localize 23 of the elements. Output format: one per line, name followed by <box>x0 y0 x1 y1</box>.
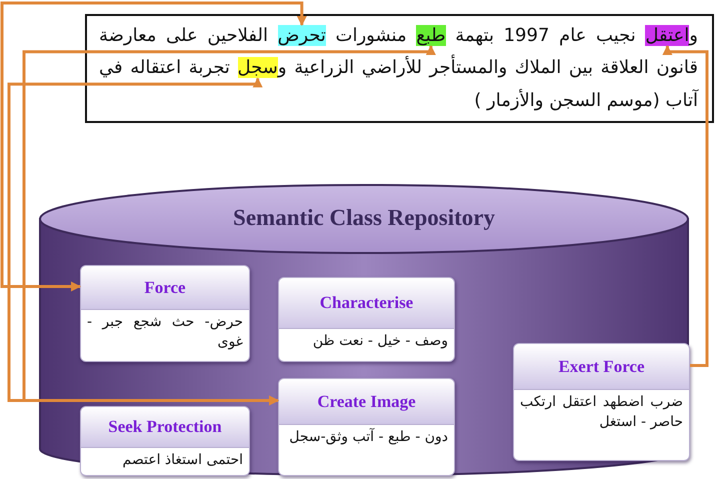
category-title: Characterise <box>279 278 454 329</box>
word-highlight <box>416 25 446 46</box>
category-card <box>278 378 455 476</box>
word-list: احتمى استغاذ اعتصم <box>81 448 249 474</box>
arrow <box>662 45 708 367</box>
repository-title: Semantic Class Repository <box>232 205 496 231</box>
category-title: Seek Protection <box>81 407 249 448</box>
word-list: ضرب اضطهد اعتقل ارتكب حاصر - استغل <box>514 390 689 436</box>
word-highlight <box>278 25 326 46</box>
category-card <box>80 265 250 362</box>
word-list: حرض- حث شجع جبر - غوى <box>81 310 249 356</box>
text-box <box>85 14 714 124</box>
word-list: دون - طبع - آتب وثق-سجل <box>279 425 454 451</box>
category-title: Exert Force <box>514 344 689 390</box>
word-list: وصف - خيل - نعت ظن <box>279 329 454 355</box>
category-card <box>513 343 690 461</box>
category-title: Force <box>81 266 249 310</box>
category-title: Create Image <box>279 379 454 425</box>
category-card <box>80 406 250 476</box>
category-card <box>278 277 455 362</box>
arrow <box>0 2 307 292</box>
repository-cylinder <box>38 183 690 477</box>
arrow <box>8 77 279 406</box>
